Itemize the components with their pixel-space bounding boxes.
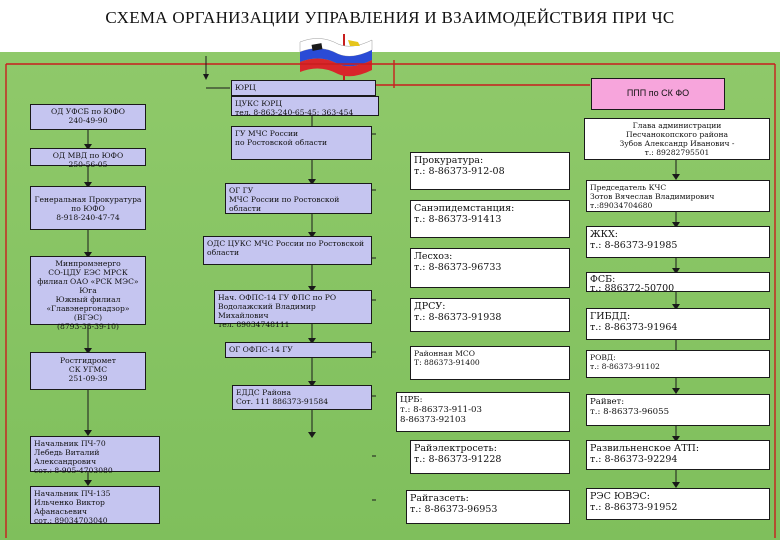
- nach-pch70-box: Начальник ПЧ-70 Лебедь Виталий Александр…: [30, 436, 160, 475]
- page-title: СХЕМА ОРГАНИЗАЦИИ УПРАВЛЕНИЯ И ВЗАИМОДЕЙ…: [105, 8, 675, 27]
- russian-flag-emblem-icon: [292, 30, 376, 82]
- glava-box: Глава администрации Песчанокопского райо…: [584, 118, 770, 160]
- zhkh-box: ЖКХ: т.: 8-86373-91985: [586, 226, 770, 258]
- rovd-box: РОВД: т.: 8-86373-91102: [586, 350, 770, 378]
- prokuratura-box: Прокуратура: т.: 8-86373-912-08: [410, 152, 570, 190]
- edds-box: ЕДДС Района Сот. 111 886373-91584: [232, 385, 372, 410]
- predsedatel-box: Председатель КЧС Зотов Вячеслав Владимир…: [586, 180, 770, 212]
- od-mvd-box: ОД МВД по ЮФО 250-56-05: [30, 148, 146, 169]
- od-ufsb-box: ОД УФСБ по ЮФО 240-49-90: [30, 104, 146, 130]
- gibdd-box: ГИБДД: т.: 8-86373-91964: [586, 308, 770, 340]
- sanepid-box: Санэпидемстанция: т.: 8-86373-91413: [410, 200, 570, 238]
- rayonnaya-mso-box: Районная МСО Т: 886373-91400: [410, 346, 570, 380]
- nach-pch135-box: Начальник ПЧ-135 Ильченко Виктор Афанась…: [30, 486, 160, 525]
- gu-mchs-box: ГУ МЧС России по Ростовской области: [231, 126, 372, 160]
- nach-ofps-box: Нач. ОФПС-14 ГУ ФПС по РО Водолажский Вл…: [214, 290, 372, 329]
- drsu-box: ДРСУ: т.: 8-86373-91938: [410, 298, 570, 332]
- genprok-box: Генеральная Прокуратура по ЮФО 8-918-240…: [30, 186, 146, 230]
- atp-box: Развильненское АТП: т.: 8-86373-92294: [586, 440, 770, 470]
- leshoz-box: Лесхоз: т.: 8-86373-96733: [410, 248, 570, 288]
- ods-box: ОДС ЦУКС МЧС России по Ростовской област…: [203, 236, 372, 265]
- og-gu-box: ОГ ГУ МЧС России по Ростовской области: [225, 183, 372, 214]
- raygazset-box: Райгазсеть: т.: 8-86373-96953: [406, 490, 570, 524]
- yorc-box: ЮРЦ: [231, 80, 376, 96]
- cuks-yorc-box: ЦУКС ЮРЦ тел. 8-863-240-65-45; 363-454: [231, 96, 379, 117]
- res-box: РЭС ЮВЭС: т.: 8-86373-91952: [586, 488, 770, 520]
- crb-box: ЦРБ: т.: 8-86373-911-03 8-86373-92103: [396, 392, 570, 432]
- ppp-box: ППП по СК ФО: [591, 78, 725, 110]
- minpromenergo-box: Минпромэнерго СО-ЦДУ ЕЭС МРСК филиал ОАО…: [30, 256, 146, 331]
- rostgidromet-box: Ростгидромет СК УГМС 251-09-39: [30, 352, 146, 390]
- rayelektroset-box: Райэлектросеть: т.: 8-86373-91228: [410, 440, 570, 474]
- rayvet-box: Райвет: т.: 8-86373-96055: [586, 394, 770, 426]
- og-ofps-box: ОГ ОФПС-14 ГУ: [225, 342, 372, 358]
- fsb-box: ФСБ: т.: 886372-50700: [586, 272, 770, 293]
